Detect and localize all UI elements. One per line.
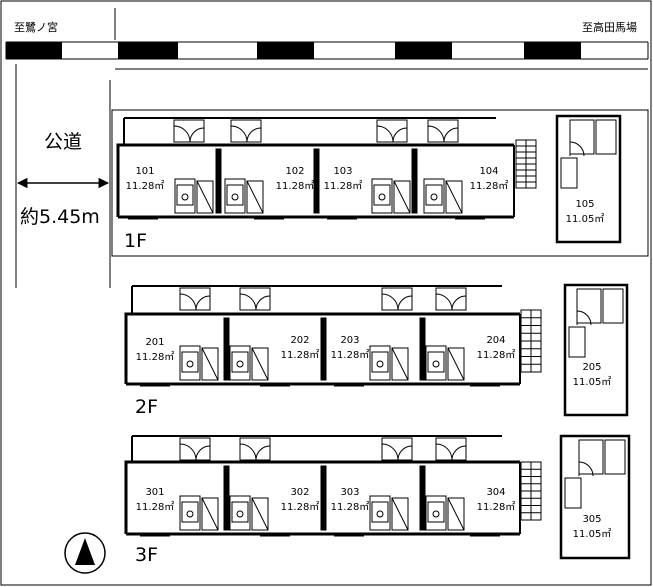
- direction-label-right: 至高田馬場: [582, 21, 637, 34]
- road-width-label: 約5.45m: [20, 206, 100, 228]
- floor-label-1f: 1F: [124, 230, 148, 252]
- railway: [5, 8, 649, 70]
- north-arrow-icon: [64, 532, 106, 574]
- floor-label-3f: 3F: [135, 544, 159, 566]
- road-label: 公道: [44, 131, 83, 153]
- floor-plan-1f: [116, 114, 622, 244]
- floor-label-2f: 2F: [135, 396, 159, 418]
- site-outline-1f: [111, 109, 649, 257]
- direction-label-left: 至鷺ノ宮: [14, 21, 58, 34]
- floor-plan-2f: [124, 283, 629, 417]
- road: [15, 64, 111, 288]
- floor-plan-3f: [124, 434, 631, 560]
